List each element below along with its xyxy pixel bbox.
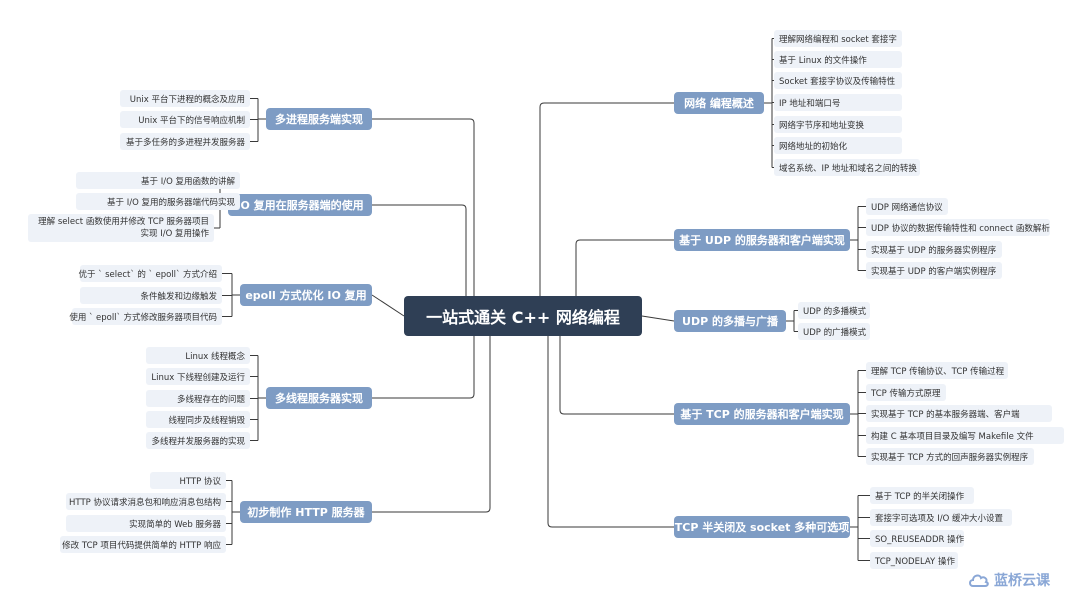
leaf-ip-port[interactable]: IP 地址和端口号 bbox=[774, 94, 902, 111]
connector-line bbox=[372, 118, 475, 296]
connector-line bbox=[641, 315, 675, 322]
branch-udp-multicast[interactable]: UDP 的多播与广播 bbox=[674, 310, 786, 332]
leaf-linux-thread-concept[interactable]: Linux 线程概念 bbox=[146, 347, 250, 364]
connector-line bbox=[372, 336, 475, 399]
connector-line bbox=[372, 204, 467, 296]
leaf-select-modify[interactable]: 理解 select 函数使用并修改 TCP 服务器项目实现 I/O 复用操作 bbox=[28, 214, 214, 242]
leaf-thread-concurrent-server[interactable]: 多线程并发服务器的实现 bbox=[146, 432, 250, 449]
leaf-multiprocess-concurrent[interactable]: 基于多任务的多进程并发服务器 bbox=[120, 133, 250, 150]
leaf-socket-protocol[interactable]: Socket 套接字协议及传输特性 bbox=[774, 72, 902, 89]
leaf-io-server-code[interactable]: 基于 I/O 复用的服务器端代码实现 bbox=[76, 193, 240, 210]
leaf-simple-web-server[interactable]: 实现简单的 Web 服务器 bbox=[66, 515, 226, 532]
leaf-udp-broadcast[interactable]: UDP 的广播模式 bbox=[798, 323, 870, 340]
leaf-http-protocol[interactable]: HTTP 协议 bbox=[150, 472, 226, 489]
leaf-tcp-principle[interactable]: TCP 传输方式原理 bbox=[866, 384, 946, 401]
leaf-udp-protocol[interactable]: UDP 网络通信协议 bbox=[866, 198, 948, 215]
leaf-epoll-modify[interactable]: 使用 ` epoll` 方式修改服务器项目代码 bbox=[69, 308, 222, 325]
leaf-thread-problems[interactable]: 多线程存在的问题 bbox=[146, 390, 250, 407]
leaf-linux-file-ops[interactable]: 基于 Linux 的文件操作 bbox=[774, 51, 902, 68]
leaf-echo-server[interactable]: 实现基于 TCP 方式的回声服务器实例程序 bbox=[866, 448, 1034, 465]
connector-line bbox=[547, 336, 674, 528]
branch-http-server[interactable]: 初步制作 HTTP 服务器 bbox=[240, 501, 372, 523]
leaf-udp-client-example[interactable]: 实现基于 UDP 的客户端实例程序 bbox=[866, 262, 1002, 279]
branch-multithread-server[interactable]: 多线程服务器实现 bbox=[266, 387, 372, 409]
leaf-unix-signal[interactable]: Unix 平台下的信号响应机制 bbox=[120, 111, 250, 128]
leaf-thread-sync[interactable]: 线程同步及线程销毁 bbox=[146, 411, 250, 428]
connector-line bbox=[372, 336, 491, 513]
leaf-makefile[interactable]: 构建 C 基本项目目录及编写 Makefile 文件 bbox=[866, 427, 1064, 444]
leaf-tcp-basic-impl[interactable]: 实现基于 TCP 的基本服务器端、客户端 bbox=[866, 405, 1052, 422]
leaf-socket-understanding[interactable]: 理解网络编程和 socket 套接字 bbox=[774, 30, 902, 47]
leaf-byte-order[interactable]: 网络字节序和地址变换 bbox=[774, 116, 902, 133]
leaf-thread-create[interactable]: Linux 下线程创建及运行 bbox=[146, 368, 250, 385]
leaf-address-init[interactable]: 网络地址的初始化 bbox=[774, 137, 902, 154]
branch-io-multiplexing[interactable]: IO 复用在服务器端的使用 bbox=[228, 194, 372, 216]
connector-line bbox=[575, 239, 674, 296]
logo-text: 蓝桥云课 bbox=[994, 573, 1050, 589]
branch-tcp-half-close[interactable]: TCP 半关闭及 socket 多种可选项 bbox=[674, 516, 850, 538]
branch-multiprocess-server[interactable]: 多进程服务端实现 bbox=[266, 108, 372, 130]
leaf-udp-server-example[interactable]: 实现基于 UDP 的服务器实例程序 bbox=[866, 241, 1002, 258]
leaf-udp-multicast[interactable]: UDP 的多播模式 bbox=[798, 302, 870, 319]
leaf-socket-options[interactable]: 套接字可选项及 I/O 缓冲大小设置 bbox=[870, 509, 1012, 526]
leaf-unix-process[interactable]: Unix 平台下进程的概念及应用 bbox=[120, 90, 250, 107]
branch-tcp-server-client[interactable]: 基于 TCP 的服务器和客户端实现 bbox=[674, 403, 850, 425]
branch-udp-server-client[interactable]: 基于 UDP 的服务器和客户端实现 bbox=[674, 229, 850, 251]
branch-network-overview[interactable]: 网络 编程概述 bbox=[674, 92, 764, 114]
branch-epoll[interactable]: epoll 方式优化 IO 复用 bbox=[240, 284, 372, 306]
cloud-logo-icon bbox=[969, 574, 989, 587]
connector-line bbox=[559, 336, 674, 415]
leaf-http-message-structure[interactable]: HTTP 协议请求消息包和响应消息包结构 bbox=[66, 493, 226, 510]
leaf-udp-connect[interactable]: UDP 协议的数据传输特性和 connect 函数解析 bbox=[866, 219, 1050, 236]
leaf-tcp-nodelay[interactable]: TCP_NODELAY 操作 bbox=[870, 552, 958, 569]
connector-line bbox=[539, 102, 674, 296]
leaf-tcp-protocol[interactable]: 理解 TCP 传输协议、TCP 传输过程 bbox=[866, 362, 1008, 379]
brand-logo: 蓝桥云课 bbox=[968, 570, 1050, 590]
leaf-tcp-half-close[interactable]: 基于 TCP 的半关闭操作 bbox=[870, 487, 974, 504]
leaf-so-reuseaddr[interactable]: SO_REUSEADDR 操作 bbox=[870, 530, 964, 547]
leaf-epoll-intro[interactable]: 优于 ` select` 的 ` epoll` 方式介绍 bbox=[78, 265, 222, 282]
leaf-dns[interactable]: 域名系统、IP 地址和域名之间的转换 bbox=[774, 159, 920, 176]
leaf-io-functions[interactable]: 基于 I/O 复用函数的讲解 bbox=[76, 172, 240, 189]
leaf-http-response[interactable]: 修改 TCP 项目代码提供简单的 HTTP 响应 bbox=[60, 536, 226, 553]
leaf-trigger-modes[interactable]: 条件触发和边缘触发 bbox=[80, 287, 222, 304]
connector-line bbox=[371, 294, 405, 317]
center-node[interactable]: 一站式通关 C++ 网络编程 bbox=[404, 296, 642, 336]
